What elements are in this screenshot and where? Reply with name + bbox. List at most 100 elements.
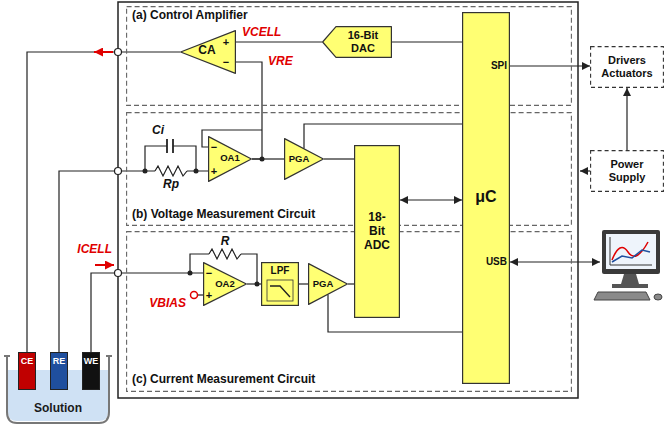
pga-triangle-shape: [285, 139, 324, 180]
text-frame: LPF: [261, 265, 299, 277]
text-frame: Solution: [3, 402, 113, 416]
signal-wire: [400, 199, 462, 200]
text-frame: VRE: [268, 55, 308, 69]
block-label: RE: [53, 356, 66, 366]
capacitor-plate: [166, 139, 168, 153]
keyboard: [594, 292, 650, 300]
signal-wire: [91, 273, 203, 352]
terminal-circle: [115, 49, 122, 56]
electrode: WE: [82, 352, 100, 390]
adc-block: 18-Bit ADC: [354, 145, 400, 318]
section-heading: (a) Control Amplifier: [132, 9, 248, 23]
filter-block-shape: [267, 280, 293, 301]
connector-group: [27, 42, 627, 352]
block-label: SPI: [491, 60, 507, 72]
text-frame: (a) Control Amplifier: [132, 9, 352, 23]
block-label: Drivers Actuators: [594, 54, 660, 79]
electrode-shape: [51, 353, 68, 390]
pga-triangle: PGA: [284, 138, 324, 180]
opamp-triangle-shape: [209, 137, 252, 182]
monitor-base: [612, 284, 648, 288]
block-label: OA1: [220, 153, 240, 164]
instrument-housing: [118, 2, 578, 398]
text-frame: WE: [82, 356, 100, 366]
resistor-symbol: [209, 248, 241, 260]
polarity-sign: −: [206, 267, 212, 280]
capacitor-plate: [172, 139, 174, 153]
text-frame: 18-Bit ADC: [362, 211, 392, 252]
computer-icon: [594, 230, 662, 300]
junction-dot: [143, 169, 148, 174]
block-label: 18-Bit ADC: [362, 211, 392, 252]
block-label: 16-Bit DAC: [338, 29, 388, 54]
current-arrow: [95, 264, 114, 266]
text-frame: −: [204, 267, 214, 280]
dac-block: 16-Bit DAC: [322, 26, 392, 58]
text-frame: PGA: [287, 154, 311, 165]
text-frame: OA2: [213, 279, 237, 290]
block-label: μC: [475, 188, 496, 206]
signal-wire: [348, 283, 354, 284]
signal-label: ICELL: [77, 243, 112, 257]
block-label: WE: [84, 356, 99, 366]
filter-block-shape: [262, 263, 299, 306]
text-frame: R: [218, 235, 232, 249]
text-frame: PGA: [311, 279, 335, 290]
block-label: PGA: [289, 154, 310, 165]
signal-wire: [252, 158, 284, 159]
resistor-gap: [209, 248, 241, 260]
block-label: Solution: [34, 402, 82, 416]
electrode: RE: [50, 352, 68, 390]
text-frame: Power Supply: [594, 158, 660, 183]
text-frame: +: [204, 289, 214, 302]
terminal-circle: [115, 270, 122, 277]
current-arrow: [94, 51, 113, 53]
filter-block: LPF: [261, 262, 299, 306]
signal-label: VRE: [268, 55, 293, 69]
filter-block-shape: [270, 286, 290, 297]
external-block-shape: [591, 47, 664, 88]
text-frame: CA: [196, 44, 218, 58]
mouse: [654, 294, 662, 300]
block-label: USB: [486, 256, 507, 268]
signal-wire: [626, 88, 627, 150]
solution-beaker: Solution CE RE WE: [3, 340, 113, 425]
signal-label: VBIAS: [149, 297, 186, 311]
block-label: Power Supply: [594, 158, 660, 183]
external-block-shape: [591, 151, 664, 192]
signal-wire: [236, 41, 322, 42]
bias-wire: [198, 294, 204, 295]
plot-axes: [610, 237, 652, 265]
component-label: R: [221, 235, 230, 249]
signal-wire: [299, 283, 308, 284]
component-label: Ci: [152, 124, 164, 138]
text-frame: CE: [18, 356, 36, 366]
text-frame: USB: [462, 256, 507, 268]
supply-arrow: [580, 170, 590, 171]
electrode-shape: [83, 353, 100, 390]
capacitor-gap: [167, 140, 173, 152]
polarity-sign: +: [206, 289, 212, 302]
junction-dot: [188, 271, 193, 276]
text-frame: Ci: [148, 124, 168, 138]
block-label: CE: [21, 356, 34, 366]
terminal-circle: [115, 168, 122, 175]
text-frame: 16-Bit DAC: [338, 29, 388, 54]
text-frame: VCELL: [242, 26, 292, 40]
bias-source: [191, 292, 198, 299]
monitor-stand: [621, 274, 639, 284]
resistor-symbol: [155, 165, 187, 177]
signal-wire: [392, 41, 462, 42]
text-frame: −: [209, 141, 219, 154]
block-label: PGA: [313, 279, 334, 290]
text-frame: Drivers Actuators: [594, 54, 660, 79]
microcontroller-shape: [463, 13, 510, 384]
capacitor-symbol: [167, 139, 173, 153]
external-block: Power Supply: [590, 150, 664, 192]
text-frame: μC: [462, 188, 510, 206]
signal-wire: [59, 171, 208, 352]
text-frame: (b) Voltage Measurement Circuit: [132, 208, 392, 222]
resistor-gap: [155, 165, 187, 177]
